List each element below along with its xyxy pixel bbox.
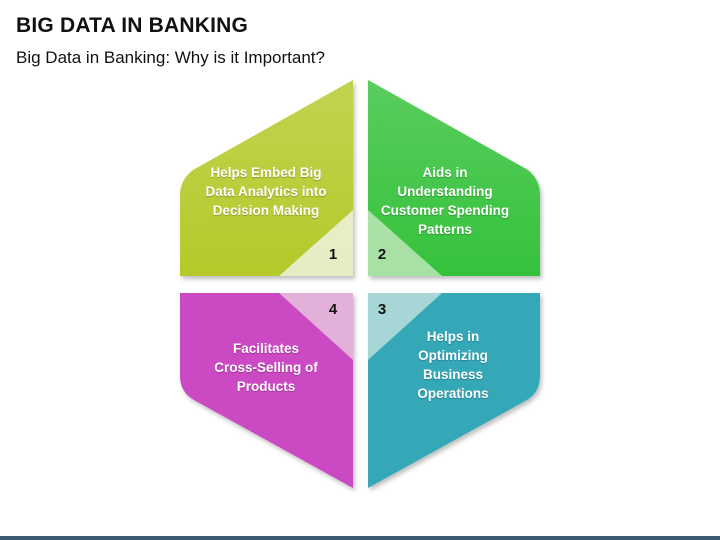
segment-4-number: 4 bbox=[328, 301, 338, 318]
segment-4-text: Facilitates Cross-Selling of Products bbox=[214, 341, 318, 394]
segment-3-number: 3 bbox=[377, 301, 387, 318]
footer-bar bbox=[0, 536, 720, 540]
segment-4 bbox=[180, 293, 353, 488]
segment-3-corner-triangle bbox=[368, 293, 442, 360]
segment-3 bbox=[368, 293, 540, 488]
page-title: BIG DATA IN BANKING bbox=[16, 14, 249, 37]
segment-1 bbox=[180, 80, 353, 276]
segment-2-corner-triangle bbox=[368, 210, 442, 276]
segment-2-text: Aids in Understanding Customer Spending … bbox=[380, 165, 510, 237]
segment-1-text: Helps Embed Big Data Analytics into Deci… bbox=[205, 165, 327, 218]
page-subtitle: Big Data in Banking: Why is it Important… bbox=[16, 48, 325, 67]
segment-1-number: 1 bbox=[328, 246, 338, 263]
segment-2 bbox=[368, 80, 540, 276]
segment-3-text: Helps in Optimizing Business Operations bbox=[417, 329, 489, 401]
segment-2-number: 2 bbox=[377, 246, 387, 263]
segment-1-corner-triangle bbox=[279, 210, 353, 276]
segment-4-corner-triangle bbox=[279, 293, 353, 360]
